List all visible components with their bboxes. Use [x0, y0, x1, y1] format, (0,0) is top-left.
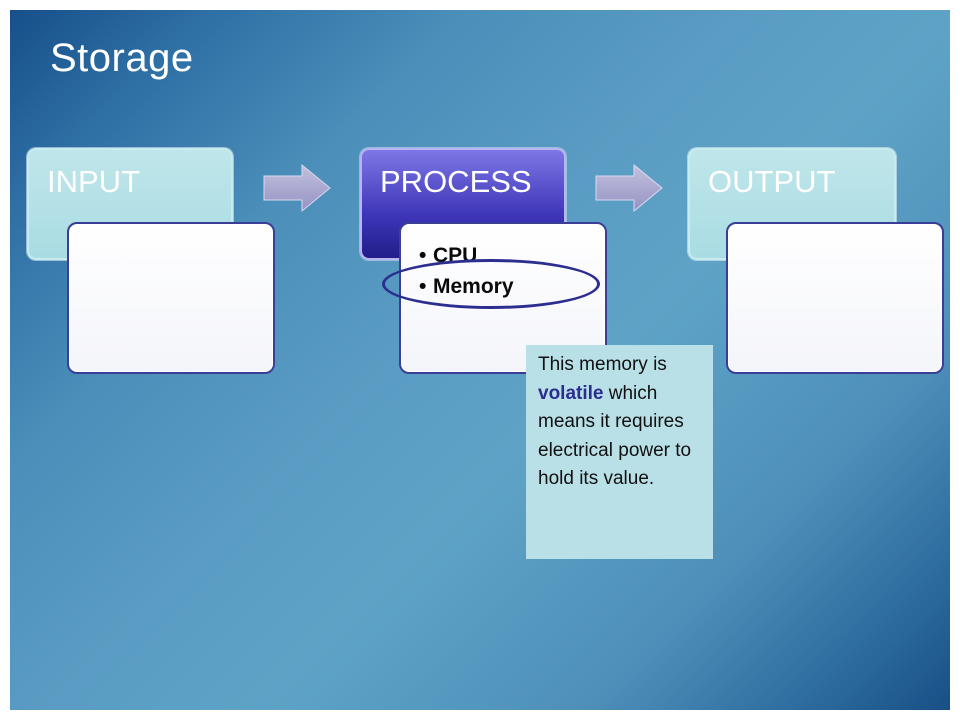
volatile-memory-callout: This memory is volatile which means it r… — [526, 345, 713, 559]
memory-highlight-oval — [382, 259, 600, 309]
stage-label-input: INPUT — [47, 164, 140, 199]
callout-text-after: which means it requires electrical power… — [538, 382, 692, 490]
right-arrow-icon — [263, 163, 331, 213]
callout-text-before: This memory is — [538, 354, 667, 375]
stage-box-input — [67, 222, 275, 374]
callout-emphasis: volatile — [538, 382, 604, 404]
slide-canvas: Storage INPUT PROCESS •CPU •Memory — [10, 10, 950, 710]
slide-title: Storage — [50, 36, 194, 80]
stage-label-output: OUTPUT — [708, 164, 836, 199]
stage-box-output — [726, 222, 944, 374]
stage-label-process: PROCESS — [380, 164, 532, 199]
bullet-icon: • — [419, 244, 427, 267]
right-arrow-icon — [595, 163, 663, 213]
